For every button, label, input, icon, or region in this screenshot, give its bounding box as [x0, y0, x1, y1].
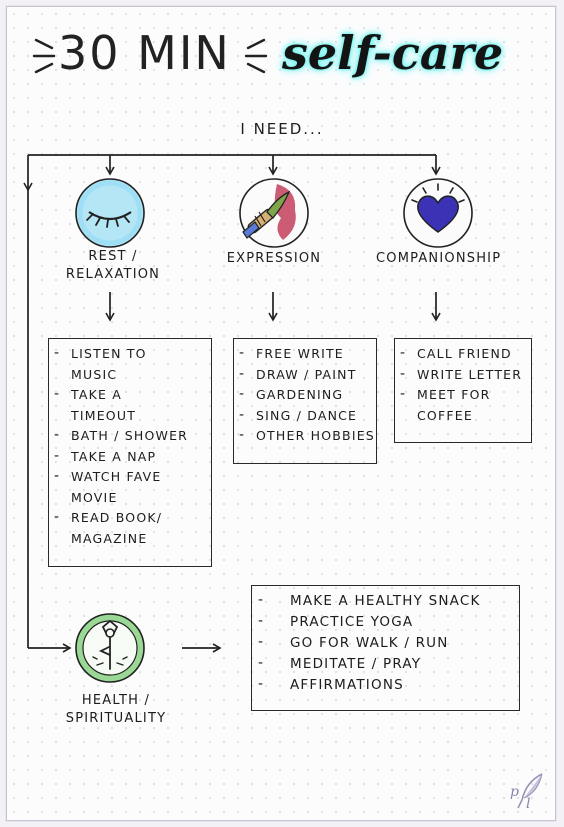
list-item: MEET FOR COFFEE	[395, 384, 512, 426]
heart-icon	[403, 178, 473, 248]
health-activities-box: MAKE A HEALTHY SNACK PRACTICE YOGA GO FO…	[251, 585, 520, 711]
title-script: self-care	[282, 26, 504, 80]
list-item: TAKE A NAP	[49, 446, 211, 468]
heading: I NEED...	[240, 120, 324, 138]
list-item: DRAW / PAINT	[234, 364, 376, 386]
category-expression-label: EXPRESSION	[226, 251, 322, 266]
expression-activities-box: FREE WRITE DRAW / PAINT GARDENING SING /…	[233, 338, 377, 464]
category-companionship-label: COMPANIONSHIP	[376, 251, 502, 266]
svg-text:l: l	[526, 796, 530, 812]
list-item: PRACTICE YOGA	[252, 611, 519, 633]
list-item: MEDITATE / PRAY	[252, 653, 519, 675]
list-item: AFFIRMATIONS	[252, 674, 519, 696]
title-right-burst-icon	[244, 38, 268, 74]
yoga-pose-icon	[75, 613, 145, 683]
list-item: CALL FRIEND	[395, 343, 531, 365]
closed-eye-icon	[75, 178, 145, 248]
list-item: OTHER HOBBIES	[234, 425, 376, 447]
list-item: BATH / SHOWER	[49, 425, 211, 447]
expression-activities-list: FREE WRITE DRAW / PAINT GARDENING SING /…	[234, 343, 376, 447]
rest-activities-list: LISTEN TO MUSIC TAKE A TIMEOUT BATH / SH…	[49, 343, 211, 549]
category-health-label: HEALTH / SPIRITUALITY	[65, 693, 167, 726]
category-rest-label: REST / RELAXATION	[65, 249, 161, 282]
rest-activities-box: LISTEN TO MUSIC TAKE A TIMEOUT BATH / SH…	[48, 338, 212, 567]
list-item: GO FOR WALK / RUN	[252, 632, 519, 654]
list-item: WRITE LETTER	[395, 364, 531, 386]
list-item: SING / DANCE	[234, 405, 376, 427]
feather-logo-icon: p l	[510, 773, 543, 812]
health-activities-list: MAKE A HEALTHY SNACK PRACTICE YOGA GO FO…	[252, 590, 519, 696]
title-main: 30 MIN	[58, 26, 231, 80]
list-item: MAKE A HEALTHY SNACK	[252, 590, 519, 612]
paintbrush-icon	[239, 178, 309, 248]
companionship-activities-box: CALL FRIEND WRITE LETTER MEET FOR COFFEE	[394, 338, 532, 443]
title-left-burst-icon	[32, 38, 56, 74]
list-item: TAKE A TIMEOUT	[49, 384, 181, 426]
list-item: GARDENING	[234, 384, 376, 406]
list-item: FREE WRITE	[234, 343, 376, 365]
companionship-activities-list: CALL FRIEND WRITE LETTER MEET FOR COFFEE	[395, 343, 531, 426]
list-item: WATCH FAVE MOVIE	[49, 466, 191, 508]
list-item: READ BOOK/ MAGAZINE	[49, 507, 201, 549]
svg-text:p: p	[510, 784, 519, 800]
list-item: LISTEN TO MUSIC	[49, 343, 181, 385]
